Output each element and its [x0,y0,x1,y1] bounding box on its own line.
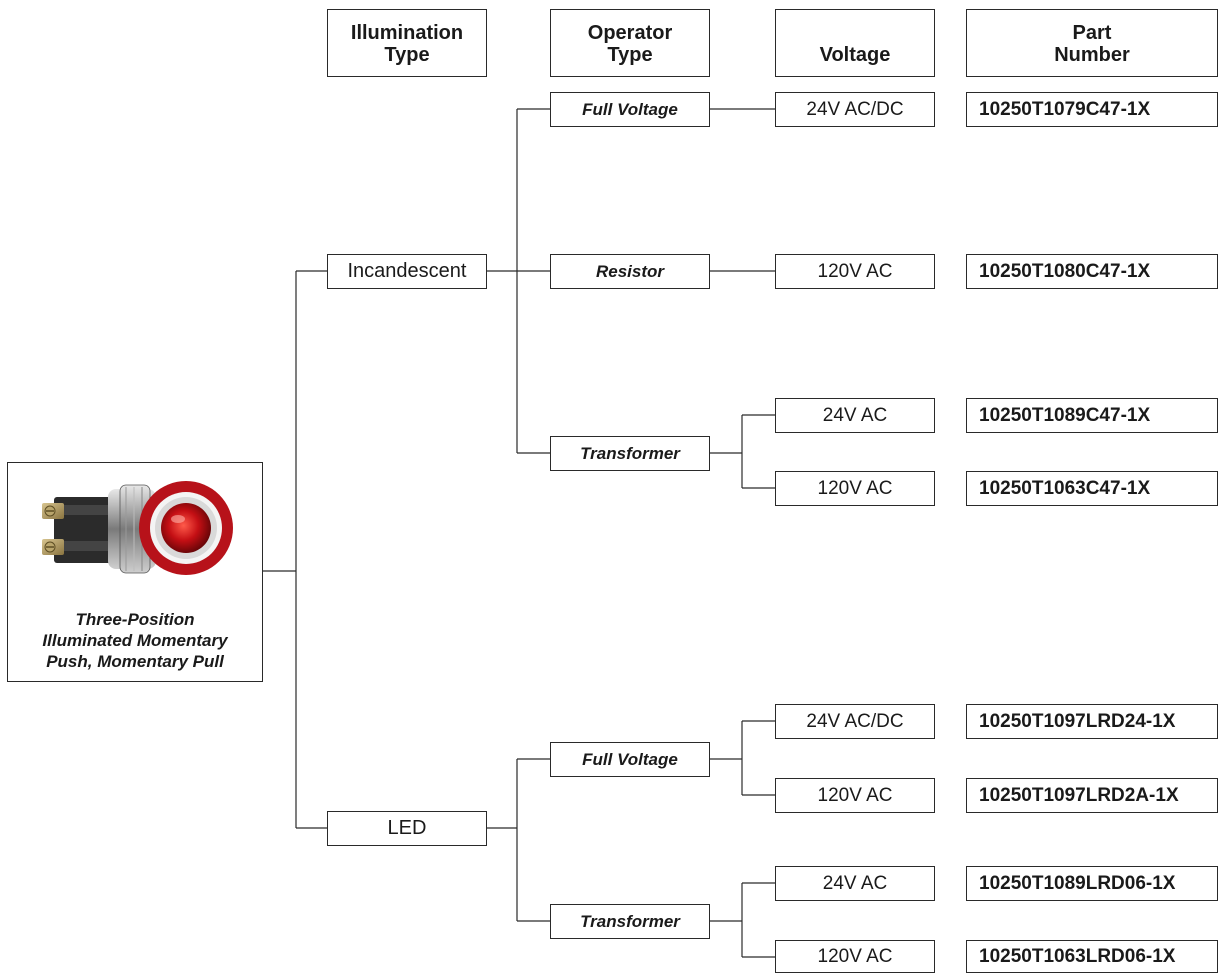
part-number-box: 10250T1063C47-1X [966,471,1218,506]
part-number-box: 10250T1079C47-1X [966,92,1218,127]
illumination-led: LED [327,811,487,846]
voltage-box: 120V AC [775,778,935,813]
part-number-box: 10250T1097LRD24-1X [966,704,1218,739]
operator-transformer-incandescent: Transformer [550,436,710,471]
operator-full-voltage-incandescent: Full Voltage [550,92,710,127]
voltage-box: 120V AC [775,254,935,289]
voltage-box: 120V AC [775,471,935,506]
part-number-box: 10250T1089LRD06-1X [966,866,1218,901]
voltage-box: 120V AC [775,940,935,973]
voltage-box: 24V AC/DC [775,92,935,127]
part-number-box: 10250T1080C47-1X [966,254,1218,289]
part-number-box: 10250T1097LRD2A-1X [966,778,1218,813]
product-caption: Three-Position Illuminated Momentary Pus… [42,610,228,671]
illumination-incandescent: Incandescent [327,254,487,289]
part-number-box: 10250T1063LRD06-1X [966,940,1218,973]
voltage-box: 24V AC [775,866,935,901]
header-voltage: Voltage [775,9,935,77]
voltage-box: 24V AC [775,398,935,433]
part-number-box: 10250T1089C47-1X [966,398,1218,433]
product-card: Three-Position Illuminated Momentary Pus… [7,462,263,682]
operator-transformer-led: Transformer [550,904,710,939]
voltage-box: 24V AC/DC [775,704,935,739]
illuminated-pushbutton-icon [42,481,233,575]
operator-resistor: Resistor [550,254,710,289]
operator-full-voltage-led: Full Voltage [550,742,710,777]
